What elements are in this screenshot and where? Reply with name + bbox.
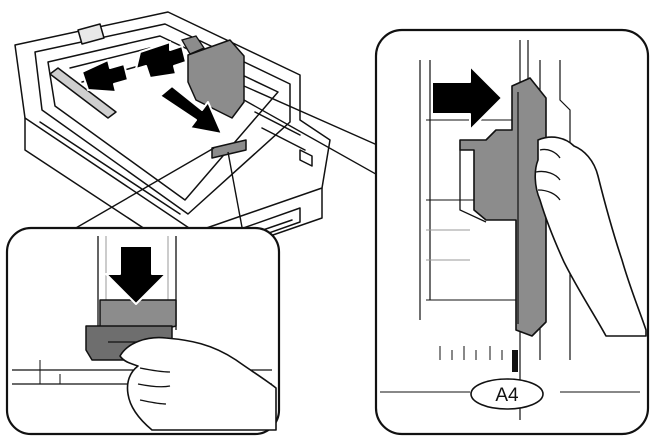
hand-left-inset: [119, 336, 277, 431]
paper-size-label: A4: [495, 385, 519, 406]
a4-tick-mark: [512, 350, 518, 372]
callout-lines: [61, 85, 391, 239]
double-arrow-icon: [81, 41, 187, 93]
side-guide-piece: [181, 35, 245, 119]
down-arrow-icon: [105, 245, 167, 305]
diagonal-arrow-icon: [159, 85, 223, 135]
right-detail-inset: [374, 28, 650, 436]
hand-right-inset: [534, 136, 647, 337]
paper-size-marker: A4: [470, 378, 544, 410]
right-arrow-icon: [431, 65, 503, 131]
a4-label-ellipse: [470, 378, 544, 410]
